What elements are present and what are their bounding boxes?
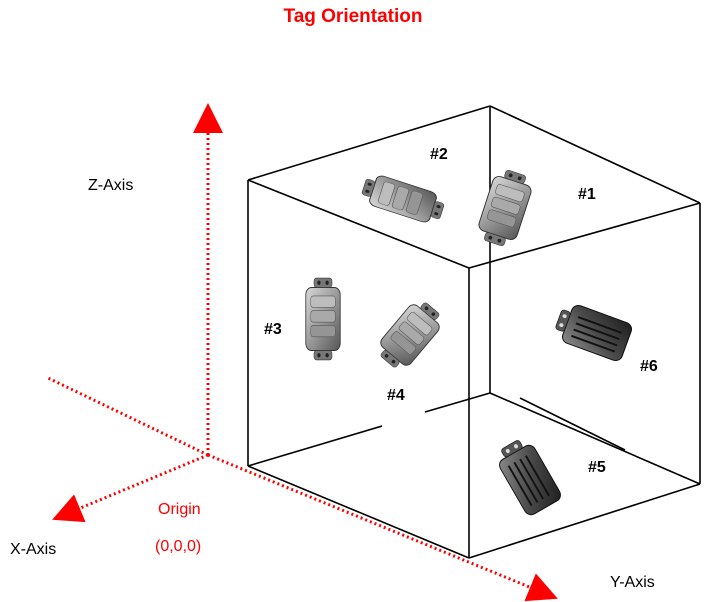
origin-label: Origin [158,501,201,518]
x-axis-back-line [47,376,209,457]
tag-device-icon-6 [550,299,635,364]
tag-label-6: #6 [640,358,658,375]
tag-label-4: #4 [387,387,405,404]
tag-device-icon-1 [474,166,536,250]
y-axis-line [207,453,558,602]
x-axis-line [52,453,209,523]
z-axis-label: Z-Axis [88,177,134,194]
tag-device-icon-5 [491,433,565,519]
tag-label-1: #1 [578,186,596,203]
origin-coords: (0,0,0) [155,538,202,555]
tag-label-3: #3 [264,321,282,338]
cube-wireframe [247,105,701,559]
tag-label-5: #5 [588,459,606,476]
tag-device-icon-4 [372,295,448,375]
tag-device-icon-2 [358,170,448,228]
y-axis-label: Y-Axis [610,574,655,591]
axes [47,103,558,602]
tag-device-icon-3 [305,277,341,361]
x-axis-label: X-Axis [10,541,57,558]
diagram-title: Tag Orientation [283,6,423,27]
tag-label-2: #2 [430,146,448,163]
